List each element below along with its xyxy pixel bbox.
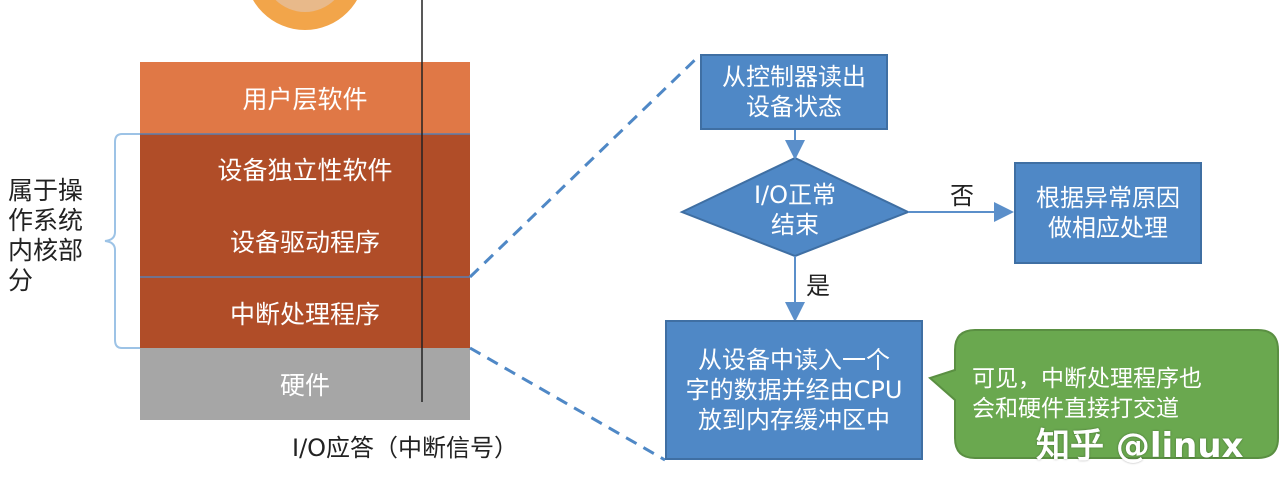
io-response-label: I/O应答（中断信号） bbox=[292, 434, 519, 462]
decision-no-label: 否 bbox=[950, 182, 974, 210]
kernel-part-label: 属于操 作系统 内核部 分 bbox=[8, 176, 98, 296]
callout-bubble bbox=[928, 329, 1279, 459]
layer-hardware-label: 硬件 bbox=[279, 371, 330, 400]
layer-device-driver: 设备驱动程序 bbox=[140, 206, 470, 276]
watermark: 知乎 @linux bbox=[1036, 426, 1244, 466]
callout-text-line: 会和硬件直接打交道 bbox=[972, 396, 1179, 422]
callout-text: 可见，中断处理程序也 会和硬件直接打交道 bbox=[972, 364, 1262, 424]
layer-device-independent: 设备独立性软件 bbox=[140, 134, 470, 204]
kernel-part-label-line: 属于操 bbox=[8, 176, 84, 205]
layer-interrupt-handler-label: 中断处理程序 bbox=[229, 299, 380, 329]
flow-handle-error-line: 根据异常原因 bbox=[1036, 184, 1180, 212]
kernel-part-label-line: 作系统 bbox=[8, 206, 84, 235]
zoom-line-bottom bbox=[469, 346, 666, 462]
kernel-part-label-line: 分 bbox=[8, 266, 34, 295]
kernel-part-label-line: 内核部 bbox=[8, 236, 84, 265]
layer-device-driver-label: 设备驱动程序 bbox=[229, 228, 380, 257]
flow-read-status: 从控制器读出 设备状态 bbox=[700, 54, 888, 130]
layer-user-software-label: 用户层软件 bbox=[242, 85, 368, 114]
flow-read-data-line: 从设备中读入一个 bbox=[697, 346, 890, 374]
flow-read-status-line: 从控制器读出 bbox=[722, 63, 866, 91]
flow-read-data: 从设备中读入一个 字的数据并经由CPU 放到内存缓冲区中 bbox=[665, 320, 923, 460]
flow-handle-error: 根据异常原因 做相应处理 bbox=[1014, 162, 1202, 264]
zoom-line-top bbox=[468, 53, 702, 279]
layer-interrupt-handler: 中断处理程序 bbox=[140, 277, 470, 348]
decision-text: I/O正常 结束 bbox=[730, 180, 860, 240]
decision-text-line: 结束 bbox=[771, 211, 819, 239]
callout-text-line: 可见，中断处理程序也 bbox=[972, 366, 1202, 392]
flow-read-status-line: 设备状态 bbox=[746, 93, 842, 121]
layer-user-software: 用户层软件 bbox=[140, 62, 470, 134]
layer-device-independent-label: 设备独立性软件 bbox=[217, 156, 393, 185]
decision-yes-label: 是 bbox=[806, 272, 830, 300]
layer-hardware: 硬件 bbox=[140, 348, 470, 420]
flow-read-data-line: 放到内存缓冲区中 bbox=[697, 406, 890, 434]
flow-read-data-line: 字的数据并经由CPU bbox=[685, 376, 903, 404]
flow-handle-error-line: 做相应处理 bbox=[1048, 214, 1168, 242]
kernel-block bbox=[140, 134, 470, 348]
decision-text-line: I/O正常 bbox=[753, 181, 837, 209]
kernel-bracket bbox=[104, 133, 140, 349]
